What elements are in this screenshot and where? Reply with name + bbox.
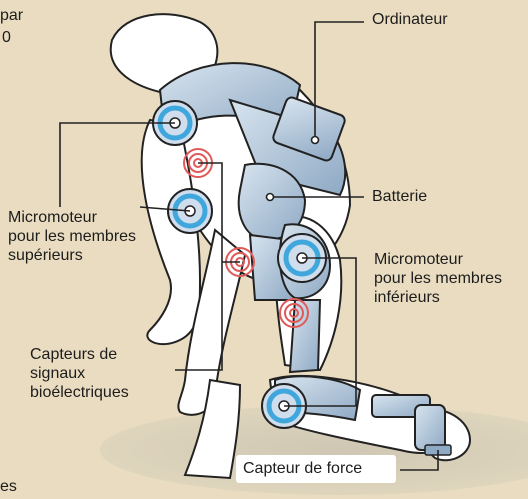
label-micromoteur-inferieurs: Micromoteur pour les membres inférieurs: [374, 250, 502, 307]
label-capteurs-signaux: Capteurs de signaux bioélectriques: [30, 345, 129, 402]
label-micromoteur-superieurs-1: Micromoteur: [8, 208, 136, 227]
label-micromoteur-inferieurs-1: Micromoteur: [374, 250, 502, 269]
label-capteurs-signaux-1: Capteurs de: [30, 345, 129, 364]
label-capteur-force: Capteur de force: [243, 459, 362, 478]
label-micromoteur-inferieurs-3: inférieurs: [374, 288, 502, 307]
fragment-top-left-1: par: [0, 6, 23, 25]
label-micromoteur-superieurs-3: supérieurs: [8, 246, 136, 265]
label-micromoteur-inferieurs-2: pour les membres: [374, 269, 502, 288]
label-capteurs-signaux-2: signaux: [30, 364, 129, 383]
label-micromoteur-superieurs-2: pour les membres: [8, 227, 136, 246]
label-ordinateur: Ordinateur: [372, 10, 448, 29]
label-micromoteur-superieurs: Micromoteur pour les membres supérieurs: [8, 208, 136, 265]
fragment-top-left-2: 0: [2, 28, 11, 47]
label-batterie: Batterie: [372, 187, 427, 206]
fragment-bottom-left: es: [0, 477, 17, 496]
label-capteurs-signaux-3: bioélectriques: [30, 383, 129, 402]
